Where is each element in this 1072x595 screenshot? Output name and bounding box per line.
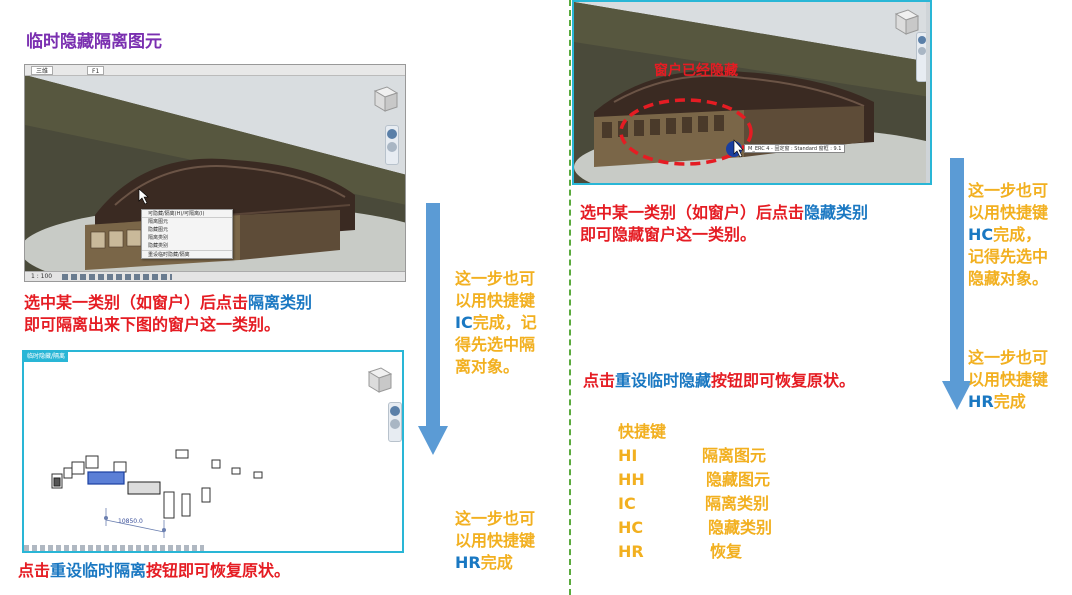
desc-text: 即可隔离出来下图的窗户这一类别。 bbox=[24, 315, 281, 334]
tip-line: 以用快捷键 bbox=[968, 370, 1049, 389]
shortcut-key-hr: HR bbox=[455, 553, 481, 572]
reset-hide-shortcut-tip: 这一步也可 以用快捷键 HR完成 bbox=[968, 347, 1072, 413]
desc-text: 点击 bbox=[18, 561, 51, 580]
zoom-icon[interactable] bbox=[390, 419, 400, 429]
shortcut-list: 快捷键 HI 隔离图元 HH 隐藏图元 IC 隔离类别 HC 隐藏类别 HR 恢… bbox=[618, 420, 818, 564]
tip-line: 这一步也可 bbox=[968, 348, 1049, 367]
desc-text: 选中某一类别（如窗户）后点击 bbox=[580, 203, 805, 222]
menu-item-hide-isolate[interactable]: 可隐藏/隔离(H)/可隔离(I) bbox=[142, 210, 232, 218]
tab-f1[interactable]: F1 bbox=[87, 66, 105, 75]
reset-isolate-shortcut-tip: 这一步也可 以用快捷键 HR完成 bbox=[455, 508, 565, 574]
temporary-hide-isolate-label: 临时隐藏/隔离 bbox=[24, 352, 69, 362]
shortcut-row: HH 隐藏图元 bbox=[618, 468, 818, 492]
tip-line: 以用快捷键 bbox=[455, 531, 536, 550]
tip-line: 隐藏对象。 bbox=[968, 269, 1049, 288]
isolate-category-instructions: 选中某一类别（如窗户）后点击隔离类别 即可隔离出来下图的窗户这一类别。 bbox=[24, 292, 424, 336]
steering-wheel-icon[interactable] bbox=[390, 406, 400, 416]
shortcut-key-hc: HC bbox=[968, 225, 994, 244]
tab-3d-view[interactable]: 三维 bbox=[31, 66, 54, 75]
hide-category-keyword: 隐藏类别 bbox=[804, 203, 869, 222]
view-control-bar[interactable] bbox=[24, 545, 204, 551]
tip-line: 以用快捷键 bbox=[455, 291, 536, 310]
tip-line: 完成 bbox=[993, 392, 1026, 411]
tip-line: 完成，记 bbox=[472, 313, 537, 332]
reset-temporary-isolate-keyword: 重设临时隔离 bbox=[50, 561, 147, 580]
hide-category-shortcut-tip: 这一步也可 以用快捷键 HC完成， 记得先选中 隐藏对象。 bbox=[968, 180, 1072, 290]
shortcut-key: HC bbox=[618, 518, 644, 537]
shortcut-key: HI bbox=[618, 446, 638, 465]
steering-wheel-icon[interactable] bbox=[918, 36, 926, 44]
scale-label[interactable]: 1 : 100 bbox=[31, 273, 53, 280]
shortcut-key: HH bbox=[618, 470, 645, 489]
revit-3d-view-window[interactable]: 三维 F1 可隐藏/隔离(H)/可隔离(I) 隔离图元 隐藏图元 隔离类别 隐藏… bbox=[24, 64, 406, 282]
isolated-windows-model bbox=[51, 367, 393, 538]
navigation-bar[interactable] bbox=[388, 402, 402, 442]
view-control-icons[interactable] bbox=[62, 273, 173, 280]
reset-hide-instructions: 点击重设临时隐藏按钮即可恢复原状。 bbox=[583, 370, 855, 392]
tip-line: 记得先选中 bbox=[968, 247, 1049, 266]
reset-temporary-hide-keyword: 重设临时隐藏 bbox=[615, 371, 712, 390]
shortcut-action: 隔离类别 bbox=[705, 494, 770, 513]
vertical-scrollbar[interactable] bbox=[926, 2, 930, 183]
isolated-view-window[interactable]: 临时隐藏/隔离 bbox=[22, 350, 404, 553]
shortcut-row: HC 隐藏类别 bbox=[618, 516, 818, 540]
shortcut-list-title: 快捷键 bbox=[618, 422, 667, 441]
tip-line: 以用快捷键 bbox=[968, 203, 1049, 222]
menu-item-reset-temporary[interactable]: 重设临时隐藏/隔离 bbox=[142, 250, 232, 258]
dimension-label: 10850.0 bbox=[118, 518, 143, 525]
tip-line: 这一步也可 bbox=[455, 269, 536, 288]
desc-text: 即可隐藏窗户这一类别。 bbox=[580, 225, 757, 244]
tip-line: 这一步也可 bbox=[968, 181, 1049, 200]
shortcut-key-hr: HR bbox=[968, 392, 994, 411]
shortcut-key: HR bbox=[618, 542, 644, 561]
tip-line: 完成 bbox=[480, 553, 513, 572]
desc-text: 选中某一类别（如窗户）后点击 bbox=[24, 293, 249, 312]
shortcut-action: 隐藏图元 bbox=[706, 470, 771, 489]
desc-text: 按钮即可恢复原状。 bbox=[146, 561, 291, 580]
shortcut-row: HR 恢复 bbox=[618, 540, 818, 564]
shortcut-action: 隐藏类别 bbox=[708, 518, 773, 537]
building-3d-model bbox=[574, 2, 930, 183]
isolate-category-keyword: 隔离类别 bbox=[248, 293, 313, 312]
navigation-bar[interactable] bbox=[385, 125, 399, 165]
shortcut-key-ic: IC bbox=[455, 313, 473, 332]
shortcut-action: 恢复 bbox=[710, 542, 743, 561]
view-tab-bar: 三维 F1 bbox=[25, 65, 405, 76]
hidden-annotation: 窗户已经隐藏 bbox=[654, 63, 738, 79]
context-menu[interactable]: 可隐藏/隔离(H)/可隔离(I) 隔离图元 隐藏图元 隔离类别 隐藏类别 重设临… bbox=[141, 209, 233, 259]
section-divider bbox=[569, 0, 571, 595]
down-arrow-icon bbox=[418, 203, 448, 455]
zoom-icon[interactable] bbox=[918, 47, 926, 55]
hidden-category-view-window[interactable]: 窗户已经隐藏 M_ERC 4 - 固定窗 : Standard 窗框 : 9.1 bbox=[572, 0, 932, 185]
desc-text: 点击 bbox=[583, 371, 616, 390]
shortcut-row: IC 隔离类别 bbox=[618, 492, 818, 516]
menu-item-hide-element[interactable]: 隐藏图元 bbox=[148, 227, 169, 233]
tip-line: 完成， bbox=[993, 225, 1042, 244]
view-control-bar[interactable]: 1 : 100 bbox=[25, 271, 405, 281]
shortcut-key: IC bbox=[618, 494, 636, 513]
reset-isolate-instructions: 点击重设临时隔离按钮即可恢复原状。 bbox=[18, 560, 290, 582]
shortcut-row: HI 隔离图元 bbox=[618, 444, 818, 468]
tip-line: 得先选中隔 bbox=[455, 335, 536, 354]
element-tooltip: M_ERC 4 - 固定窗 : Standard 窗框 : 9.1 bbox=[744, 144, 846, 153]
tip-line: 这一步也可 bbox=[455, 509, 536, 528]
shortcut-action: 隔离图元 bbox=[702, 446, 767, 465]
hide-category-instructions: 选中某一类别（如窗户）后点击隐藏类别 即可隐藏窗户这一类别。 bbox=[580, 202, 940, 246]
down-arrow-icon bbox=[942, 158, 972, 410]
tip-line: 离对象。 bbox=[455, 357, 520, 376]
page-title: 临时隐藏隔离图元 bbox=[26, 32, 162, 52]
menu-item-isolate-element[interactable]: 隔离图元 bbox=[148, 219, 169, 225]
steering-wheel-icon[interactable] bbox=[387, 129, 397, 139]
desc-text: 按钮即可恢复原状。 bbox=[711, 371, 856, 390]
menu-item-isolate-category[interactable]: 隔离类别 bbox=[148, 235, 169, 241]
zoom-icon[interactable] bbox=[387, 142, 397, 152]
isolate-category-shortcut-tip: 这一步也可 以用快捷键 IC完成，记 得先选中隔 离对象。 bbox=[455, 268, 565, 378]
menu-item-hide-category[interactable]: 隐藏类别 bbox=[148, 243, 169, 249]
